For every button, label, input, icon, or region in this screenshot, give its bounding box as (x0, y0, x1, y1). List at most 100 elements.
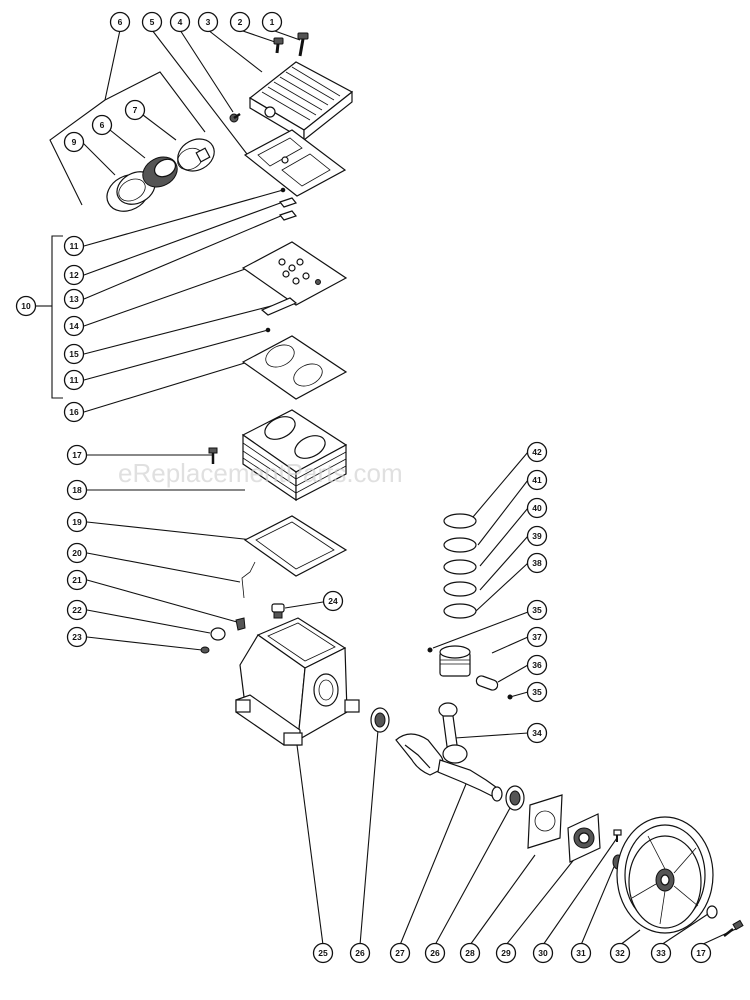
svg-text:17: 17 (72, 450, 82, 460)
drain-plug (200, 646, 210, 654)
svg-text:6: 6 (100, 120, 105, 130)
svg-text:4: 4 (178, 17, 183, 27)
head-gasket (243, 129, 347, 197)
svg-text:37: 37 (532, 632, 542, 642)
small-bolt (229, 112, 241, 123)
callout-26-right: 26 (424, 942, 446, 964)
callout-21: 21 (66, 569, 88, 591)
svg-text:18: 18 (72, 485, 82, 495)
svg-text:20: 20 (72, 548, 82, 558)
callout-6-top: 6 (109, 11, 131, 33)
callout-37: 37 (526, 626, 548, 648)
callout-17-upper: 17 (66, 444, 88, 466)
breather-cap (271, 603, 285, 619)
sight-glass (210, 627, 226, 641)
svg-text:14: 14 (69, 321, 79, 331)
valve-reed-long (260, 297, 298, 316)
svg-text:5: 5 (150, 17, 155, 27)
callout-15: 15 (63, 343, 85, 365)
svg-text:24: 24 (328, 596, 338, 606)
valve-reed-medium (278, 210, 298, 221)
svg-text:26: 26 (430, 948, 440, 958)
callout-2: 2 (229, 11, 251, 33)
callout-1: 1 (261, 11, 283, 33)
flywheel-washer (706, 905, 718, 919)
svg-text:19: 19 (72, 517, 82, 527)
callout-35-lower: 35 (526, 681, 548, 703)
piston-ring-41 (443, 537, 477, 553)
callout-36: 36 (526, 654, 548, 676)
piston-ring-40 (443, 559, 477, 575)
svg-text:2: 2 (238, 17, 243, 27)
svg-text:9: 9 (72, 137, 77, 147)
callout-4: 4 (169, 11, 191, 33)
svg-text:25: 25 (318, 948, 328, 958)
callout-30: 30 (532, 942, 554, 964)
svg-text:11: 11 (70, 241, 79, 251)
flywheel (616, 816, 714, 934)
callout-18: 18 (66, 479, 88, 501)
svg-text:35: 35 (532, 605, 542, 615)
dipstick (241, 561, 256, 599)
crankcase (235, 617, 360, 746)
flywheel-bolt (723, 919, 744, 937)
svg-text:42: 42 (532, 447, 542, 457)
callout-11-lower: 11 (63, 369, 85, 391)
svg-text:34: 34 (532, 728, 542, 738)
dipstick-plug (235, 617, 246, 631)
callout-16: 16 (63, 401, 85, 423)
cylinder-head (248, 61, 354, 142)
valve-pin-lower (265, 327, 271, 333)
callout-23: 23 (66, 626, 88, 648)
svg-text:16: 16 (69, 407, 79, 417)
piston-clip-right (507, 694, 513, 700)
cylinder-bolt (208, 447, 218, 464)
leader-lines (36, 29, 739, 946)
piston-clip-left (427, 647, 433, 653)
svg-text:6: 6 (118, 17, 123, 27)
cylinder-gasket (241, 335, 348, 400)
svg-text:31: 31 (576, 948, 586, 958)
callout-11-upper: 11 (63, 235, 85, 257)
callout-31: 31 (570, 942, 592, 964)
bearing-cover-gasket (527, 794, 563, 849)
callout-10: 10 (15, 295, 37, 317)
svg-text:23: 23 (72, 632, 82, 642)
callout-26-left: 26 (349, 942, 371, 964)
piston-pin (475, 675, 499, 691)
callout-3: 3 (197, 11, 219, 33)
bearing-cover-plate (567, 813, 601, 863)
svg-text:12: 12 (69, 270, 79, 280)
svg-text:11: 11 (70, 375, 79, 385)
svg-text:28: 28 (465, 948, 475, 958)
cover-bolt (613, 829, 622, 842)
valve-plate (241, 241, 348, 306)
svg-text:32: 32 (615, 948, 625, 958)
callout-32: 32 (609, 942, 631, 964)
svg-text:38: 38 (532, 558, 542, 568)
piston-ring-38 (443, 603, 477, 619)
bearing-left (370, 707, 390, 733)
svg-text:15: 15 (69, 349, 79, 359)
svg-text:26: 26 (355, 948, 365, 958)
svg-text:41: 41 (532, 475, 542, 485)
svg-text:17: 17 (696, 948, 706, 958)
svg-text:36: 36 (532, 660, 542, 670)
svg-text:22: 22 (72, 605, 82, 615)
svg-text:33: 33 (656, 948, 666, 958)
cylinder-block (241, 409, 348, 502)
callout-40: 40 (526, 497, 548, 519)
svg-text:13: 13 (69, 294, 79, 304)
piston (439, 645, 471, 677)
head-bolt-long (297, 32, 309, 57)
callout-6-filter: 6 (91, 114, 113, 136)
callout-17-lower: 17 (690, 942, 712, 964)
svg-text:35: 35 (532, 687, 542, 697)
callout-5: 5 (141, 11, 163, 33)
callout-28: 28 (459, 942, 481, 964)
svg-text:29: 29 (501, 948, 511, 958)
callout-13: 13 (63, 288, 85, 310)
head-bolt-short (273, 37, 284, 54)
filter-housing (177, 138, 215, 172)
